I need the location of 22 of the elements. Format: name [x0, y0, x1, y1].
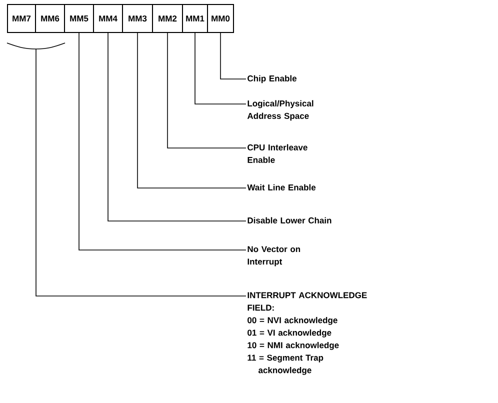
field-description: Disable Lower Chain: [248, 217, 332, 224]
leader-line: [108, 32, 246, 222]
leader-line: [194, 32, 246, 104]
field-description: CPU Interleave Enable: [248, 144, 308, 163]
leader-line: [36, 48, 246, 296]
bit-cell: MM6: [35, 4, 65, 33]
bit-cell: MM0: [207, 4, 234, 33]
field-description: Logical/Physical Address Space: [247, 100, 314, 121]
field-description: Wait Line Enable: [247, 184, 316, 190]
field-description: Chip Enable: [248, 75, 296, 84]
bit-cell: MM7: [7, 4, 36, 33]
bit-cell: MM3: [122, 4, 153, 33]
field-description: No Vector on Interrupt: [248, 246, 300, 266]
bit-cell: MM1: [182, 4, 208, 33]
leader-line: [167, 32, 246, 148]
leader-line: [137, 32, 246, 188]
leader-line: [78, 32, 246, 250]
bit-cell: MM4: [93, 4, 123, 33]
bit-cell: MM2: [152, 4, 183, 33]
leader-line: [220, 32, 246, 80]
field-description: INTERRUPT ACKNOWLEDGE FIELD: 00 = NVI acknowledge 01 = VI acknowledge 10 = NMI acknowledge 11 = Segment Trap acknowledge: [248, 292, 367, 375]
bit-cell: MM5: [64, 4, 94, 33]
